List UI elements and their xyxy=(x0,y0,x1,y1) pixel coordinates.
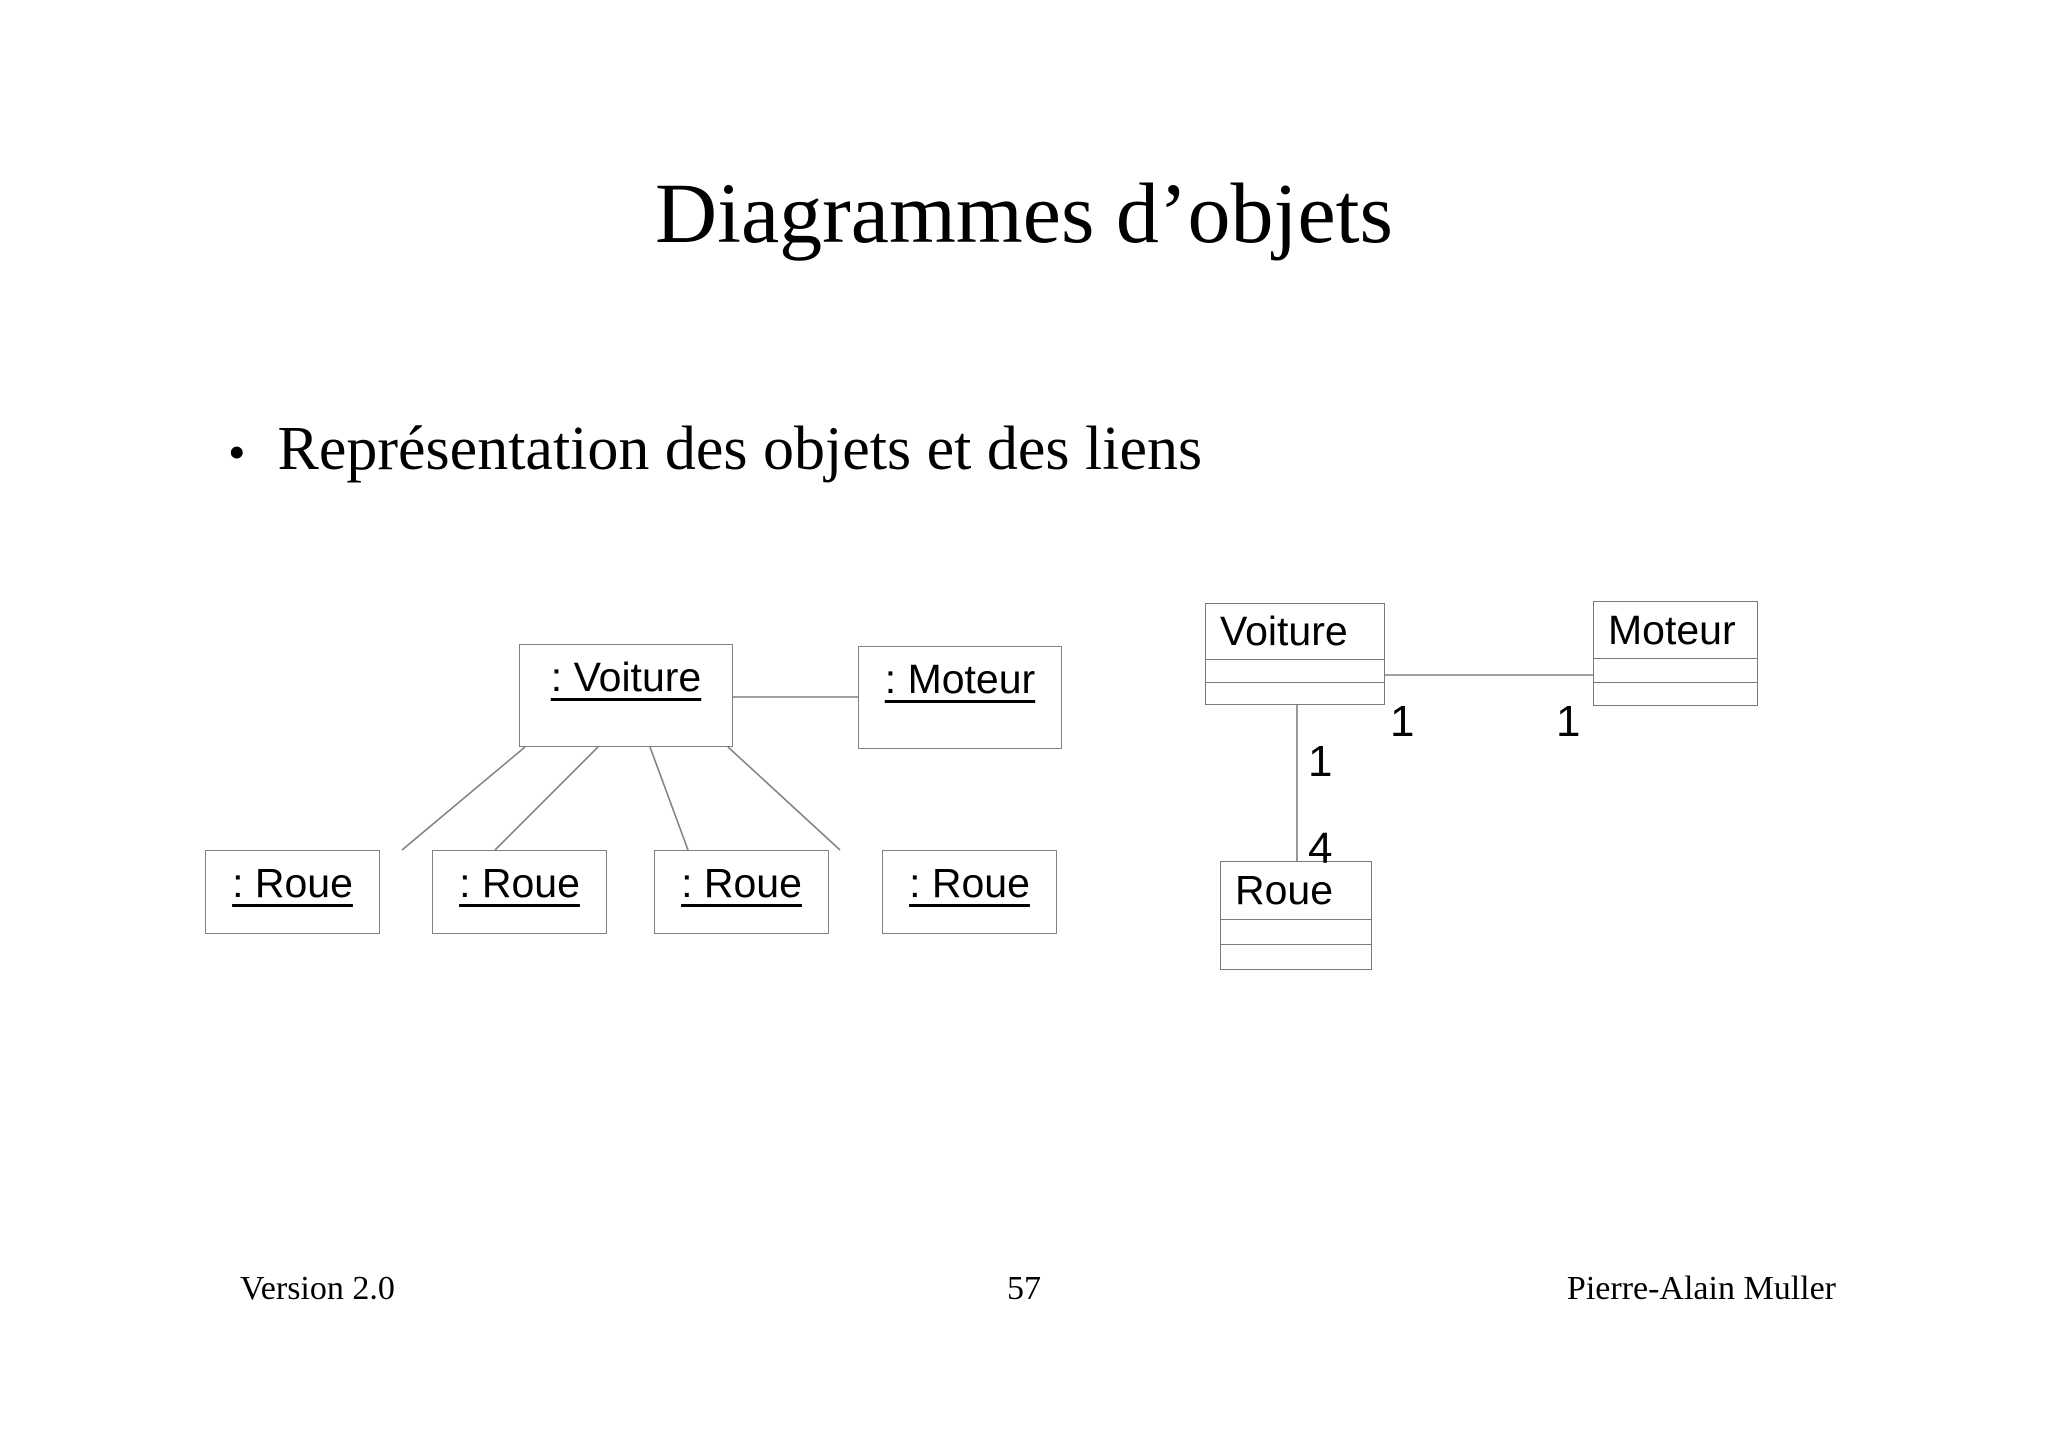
class-box-roue[interactable]: Roue xyxy=(1220,861,1372,970)
object-box-roue-1[interactable]: : Roue xyxy=(205,850,380,934)
object-label-roue-1: : Roue xyxy=(232,860,353,906)
class-attributes-compartment-roue xyxy=(1221,920,1371,945)
class-name-compartment-moteur: Moteur xyxy=(1594,602,1757,659)
class-operations-compartment-voiture xyxy=(1206,683,1384,704)
class-box-moteur[interactable]: Moteur xyxy=(1593,601,1758,706)
class-attributes-compartment-voiture xyxy=(1206,660,1384,683)
bullet-marker-icon: • xyxy=(228,424,246,480)
class-name-compartment-voiture: Voiture xyxy=(1206,604,1384,660)
class-box-voiture[interactable]: Voiture xyxy=(1205,603,1385,705)
object-box-voiture[interactable]: : Voiture xyxy=(519,644,733,747)
class-attributes-compartment-moteur xyxy=(1594,659,1757,683)
class-name-compartment-roue: Roue xyxy=(1221,862,1371,920)
link-voiture-roue-1 xyxy=(401,746,526,851)
object-diagram: : Voiture : Moteur : Roue : Roue : Roue … xyxy=(180,600,1100,960)
multiplicity-voiture-moteur-source: 1 xyxy=(1390,697,1415,746)
multiplicity-voiture-roue-source: 1 xyxy=(1308,737,1333,786)
class-name-moteur: Moteur xyxy=(1608,606,1736,653)
object-label-roue-3: : Roue xyxy=(681,860,802,906)
bullet-item-label: Représentation des objets et des liens xyxy=(277,415,1203,483)
object-label-moteur: : Moteur xyxy=(884,656,1036,702)
object-box-roue-2[interactable]: : Roue xyxy=(432,850,607,934)
object-label-roue-2: : Roue xyxy=(459,860,580,906)
bullet-list-item: • Représentation des objets et des liens xyxy=(228,418,1202,480)
footer-author: Pierre-Alain Muller xyxy=(1566,1270,1836,1307)
class-diagram-associations xyxy=(1296,674,1593,861)
link-voiture-roue-2 xyxy=(494,746,599,851)
link-voiture-roue-3 xyxy=(649,746,689,851)
object-label-roue-4: : Roue xyxy=(909,860,1030,906)
class-diagram: Voiture Moteur Roue 1 1 1 4 xyxy=(1200,595,1800,995)
link-voiture-roue-4 xyxy=(727,746,841,851)
object-box-roue-3[interactable]: : Roue xyxy=(654,850,829,934)
footer-version: Version 2.0 xyxy=(240,1270,395,1307)
class-operations-compartment-roue xyxy=(1221,945,1371,969)
object-box-moteur[interactable]: : Moteur xyxy=(858,646,1062,749)
class-name-voiture: Voiture xyxy=(1220,608,1348,654)
class-name-roue: Roue xyxy=(1235,867,1334,913)
object-label-voiture: : Voiture xyxy=(550,654,702,700)
multiplicity-voiture-roue-target: 4 xyxy=(1308,824,1333,873)
footer-page-number: 57 xyxy=(1007,1270,1041,1307)
page-title: Diagrammes d’objets xyxy=(655,165,1393,261)
object-box-roue-4[interactable]: : Roue xyxy=(882,850,1057,934)
object-diagram-links xyxy=(401,696,858,851)
class-operations-compartment-moteur xyxy=(1594,683,1757,705)
multiplicity-voiture-moteur-target: 1 xyxy=(1556,697,1581,746)
